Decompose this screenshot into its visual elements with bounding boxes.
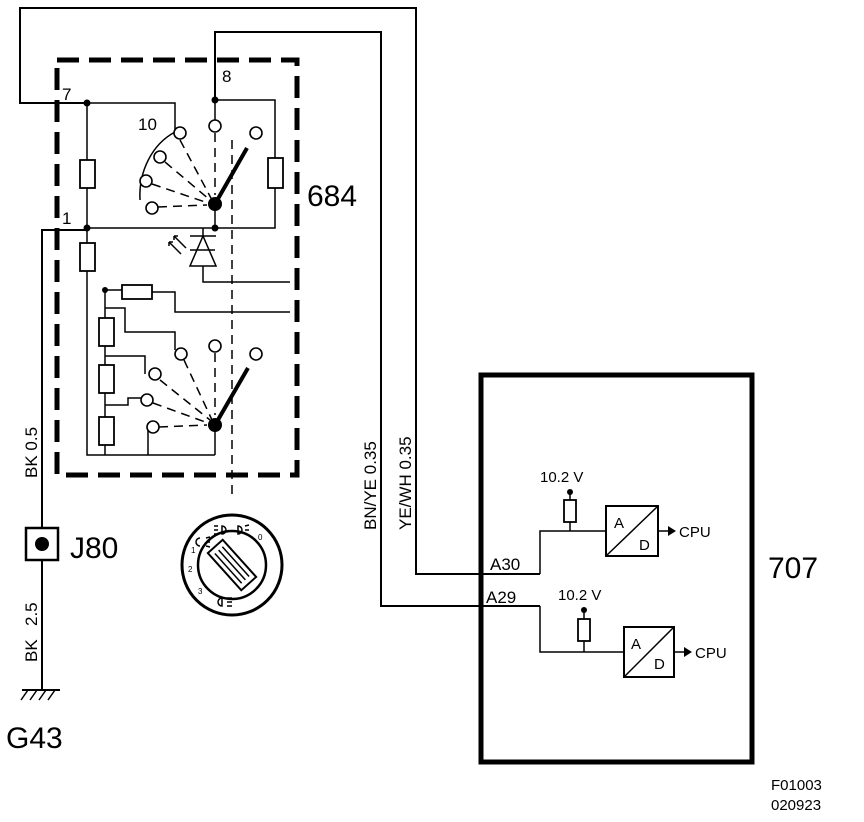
- lower-dash-5: [158, 424, 208, 428]
- wire-label-bn-ye: BN/YE 0.35: [361, 441, 380, 530]
- pin-a30-label: A30: [490, 555, 520, 574]
- knob-label-1: 1: [191, 546, 196, 555]
- led-rays: [168, 235, 187, 255]
- upper-contact-10: [173, 126, 187, 140]
- lower-contact-3: [249, 347, 263, 361]
- upper-dash-1: [179, 139, 213, 201]
- knob-label-0: 0: [258, 533, 263, 542]
- connector-j80-pin: [35, 537, 49, 551]
- adc-2-arrow: [684, 647, 692, 657]
- knob-label-3: 3: [198, 587, 203, 596]
- resistor-ladder-1: [98, 317, 115, 347]
- knob-rear-fog-icon: [217, 597, 232, 607]
- ground-symbol: [20, 689, 60, 701]
- adc-2-diagonal: [623, 626, 675, 678]
- upper-dash-5: [157, 204, 208, 208]
- upper-contact-8: [208, 119, 222, 133]
- wire-label-25: 2.5: [22, 602, 41, 626]
- upper-contact-b: [139, 174, 153, 188]
- a29-input-wire: [539, 606, 624, 653]
- resistor-ladder-2: [98, 364, 115, 394]
- knob-headlight-icon: [214, 525, 227, 535]
- resistor-upper-right: [267, 157, 284, 189]
- led-diode: [188, 234, 218, 267]
- lower-wiper: [213, 366, 250, 427]
- a29-supply-label: 10.2 V: [558, 587, 601, 604]
- a30-input-wire: [539, 530, 606, 574]
- upper-switch-arc: [139, 131, 176, 201]
- a30-supply-node: [567, 489, 573, 495]
- lower-wire-top: [105, 289, 290, 313]
- upper-contact-c: [145, 201, 159, 215]
- upper-dash-4: [151, 183, 209, 204]
- wire-ye-wh: [19, 7, 540, 575]
- lower-contact-5: [140, 393, 154, 407]
- knob-foglight-icon: [237, 524, 250, 536]
- label-g43: G43: [6, 722, 63, 755]
- a29-pullup-resistor: [577, 618, 591, 642]
- resistor-upper-left: [79, 159, 96, 189]
- adc-1-arrow: [668, 526, 676, 536]
- internal-wire-left-rail: [86, 103, 215, 456]
- upper-contact-right: [249, 126, 263, 140]
- adc-1-d: D: [639, 537, 650, 554]
- label-707: 707: [768, 552, 818, 585]
- lower-tap-3: [105, 397, 145, 406]
- pin-1-label: 1: [62, 209, 71, 228]
- pin-a29-label: A29: [486, 588, 516, 607]
- knob-position-lamp-icon: [195, 536, 211, 548]
- lower-dash-1: [183, 359, 213, 421]
- internal-wire-pin8-right: [87, 99, 276, 229]
- control-module-707-boundary: [478, 372, 755, 765]
- footer-date: 020923: [771, 797, 821, 814]
- adc-2-d: D: [654, 656, 665, 673]
- knob-label-2: 2: [188, 565, 193, 574]
- wire-bn-ye: [214, 31, 540, 607]
- a30-supply-label: 10.2 V: [540, 469, 583, 486]
- junction-pin7: [83, 99, 91, 107]
- lower-contact-2: [208, 339, 222, 353]
- a30-pullup-resistor: [563, 499, 577, 523]
- pin-8-label: 8: [222, 67, 231, 86]
- wire-ground-bk: [41, 229, 87, 690]
- upper-contact-a: [153, 150, 167, 164]
- led-ray-heads: [168, 235, 178, 246]
- footer-code: F01003: [771, 777, 822, 794]
- lower-tap-2: [105, 355, 146, 374]
- lower-contact-6: [146, 420, 160, 434]
- wire-label-bk-lower: BK: [22, 639, 41, 662]
- resistor-mid-left: [79, 242, 96, 272]
- wire-label-bk-05: BK 0.5: [22, 427, 41, 478]
- internal-wire-pin7-to-contact: [87, 102, 176, 130]
- wire-label-ye-wh: YE/WH 0.35: [396, 436, 415, 530]
- adc-1-diagonal: [605, 505, 659, 557]
- lower-dash-4: [152, 402, 209, 424]
- resistor-ladder-top: [121, 284, 153, 300]
- lower-contact-4: [148, 367, 162, 381]
- lower-contact-1: [174, 347, 188, 361]
- pin-10-label: 10: [138, 115, 157, 134]
- cpu-2-label: CPU: [695, 645, 727, 662]
- upper-dash-3: [164, 161, 211, 201]
- cpu-1-label: CPU: [679, 524, 711, 541]
- rotary-knob-pointer: [206, 538, 258, 592]
- lower-tap-1: [105, 307, 176, 350]
- a29-supply-node: [581, 607, 587, 613]
- adc-1-a: A: [614, 515, 624, 532]
- lower-dash-3: [159, 379, 211, 421]
- upper-wiper: [213, 147, 249, 205]
- led-wire-bottom: [202, 266, 290, 283]
- adc-2-a: A: [631, 636, 641, 653]
- resistor-ladder-3: [98, 416, 115, 446]
- pin-7-label: 7: [62, 85, 71, 104]
- label-j80: J80: [70, 532, 118, 565]
- label-684: 684: [307, 180, 357, 213]
- switch-unit-684-boundary: [54, 57, 300, 478]
- junction-pin8: [211, 96, 219, 104]
